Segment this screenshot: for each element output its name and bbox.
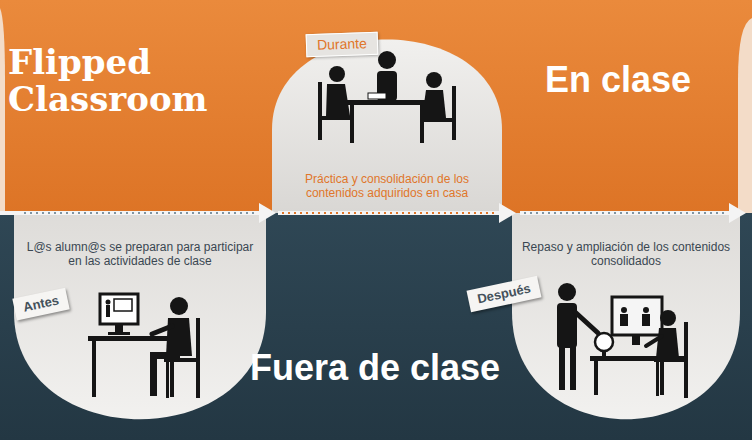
timeline-arrow <box>0 203 746 223</box>
region-label: En clase <box>545 60 691 100</box>
teacher-student-icon-part <box>570 346 576 390</box>
phase-description: Repaso y ampliación de los contenidos co… <box>516 240 736 268</box>
text-holder: Durante <box>306 33 378 56</box>
student-at-computer-icon-part <box>152 326 172 334</box>
student-at-computer-icon-part <box>88 336 176 341</box>
group-work-icon-part <box>329 66 345 82</box>
text-holder: Después <box>468 283 540 305</box>
group-work-icon-part <box>452 86 456 140</box>
student-at-computer-icon-part <box>115 324 123 333</box>
timeline-connector <box>20 203 276 223</box>
text-holder: En clase <box>545 60 691 100</box>
text-holder: L@s alumn@s se preparan para participar … <box>20 240 260 268</box>
student-at-computer-icon-part <box>150 352 157 396</box>
teacher-student-icon-part <box>620 314 628 326</box>
group-work-icon-part <box>350 105 354 143</box>
teacher-student-icon-part <box>643 307 649 313</box>
connector-line <box>278 211 502 215</box>
phase-description: Práctica y consolidación de los contenid… <box>277 172 497 200</box>
teacher-student-icon-part <box>559 346 565 390</box>
connector-line <box>20 211 262 215</box>
student-at-computer-icon-part <box>164 358 200 362</box>
teacher-student-icon-part <box>642 314 650 326</box>
student-at-computer-icon-part <box>106 300 111 305</box>
teacher-student-icon-part <box>632 335 640 345</box>
teacher-student-icon-part <box>595 333 613 351</box>
teacher-student-icon-part <box>646 336 662 346</box>
student-at-computer-icon-part <box>114 299 132 311</box>
group-work-icon-part <box>338 100 436 105</box>
timeline-arrow-part <box>520 211 729 215</box>
student-at-computer-icon <box>88 294 200 398</box>
group-work-icon-part <box>318 82 322 140</box>
connector-dots <box>24 212 257 214</box>
timeline-connector <box>278 203 516 223</box>
teacher-student-icon-part <box>602 351 606 356</box>
timeline-arrow-part <box>729 203 746 223</box>
bubble-shape <box>272 40 502 213</box>
student-at-computer-icon-part <box>166 362 169 398</box>
group-work-icon-part <box>426 72 442 88</box>
teacher-student-icon-part <box>621 307 627 313</box>
group-work-icon-part <box>318 116 350 120</box>
timeline-arrow-part <box>0 211 20 215</box>
text-holder: Práctica y consolidación de los contenid… <box>277 172 497 200</box>
arrow-head <box>259 203 276 223</box>
student-at-computer-icon-part <box>108 332 130 335</box>
text-holder: Flipped Classroom <box>8 44 258 118</box>
timeline-arrow-part <box>524 212 726 214</box>
teacher-student-icon-part <box>575 312 598 333</box>
teacher-student-icon-part <box>656 328 679 358</box>
group-work-icon-part <box>368 93 386 99</box>
student-at-computer-icon-part <box>92 341 96 397</box>
teacher-student-icon-part <box>594 361 598 395</box>
teacher-student-icon-part <box>656 362 659 396</box>
phase-bubble: Antes L@s alumn@s se preparan para partic… <box>14 213 266 433</box>
student-at-computer-icon-part <box>100 294 138 324</box>
group-work-icon <box>318 51 456 143</box>
edge-bubble-part <box>0 8 5 213</box>
bubble-shape <box>512 213 740 419</box>
teacher-student-icon-part <box>612 297 662 335</box>
bubble-shape <box>14 213 266 419</box>
connector-dots <box>282 212 497 214</box>
arrow-head <box>499 203 516 223</box>
title-text: Flipped Classroom <box>8 44 258 118</box>
teacher-student-icon-part <box>654 358 688 362</box>
teacher-student-icon-part <box>660 310 676 326</box>
edge-bubble-part <box>738 18 752 213</box>
student-at-computer-icon-part <box>166 318 192 356</box>
phase-description: L@s alumn@s se preparan para participar … <box>20 240 260 268</box>
group-work-icon-part <box>424 118 456 122</box>
student-at-computer-icon-part <box>170 297 188 315</box>
text-holder: Repaso y ampliación de los contenidos co… <box>516 240 736 268</box>
group-work-icon-part <box>420 105 424 143</box>
phase-tag: Durante <box>306 32 379 57</box>
text-holder: Fuera de clase <box>190 348 560 388</box>
group-work-icon-part <box>378 51 396 69</box>
region-label: Fuera de clase <box>190 348 560 388</box>
teacher-student-icon <box>557 283 688 398</box>
teacher-student-icon-part <box>558 283 576 301</box>
edge-bubble <box>0 8 752 213</box>
student-at-computer-icon-part <box>106 305 110 317</box>
teacher-student-icon-part <box>660 361 664 395</box>
text-holder: Antes <box>14 293 68 315</box>
